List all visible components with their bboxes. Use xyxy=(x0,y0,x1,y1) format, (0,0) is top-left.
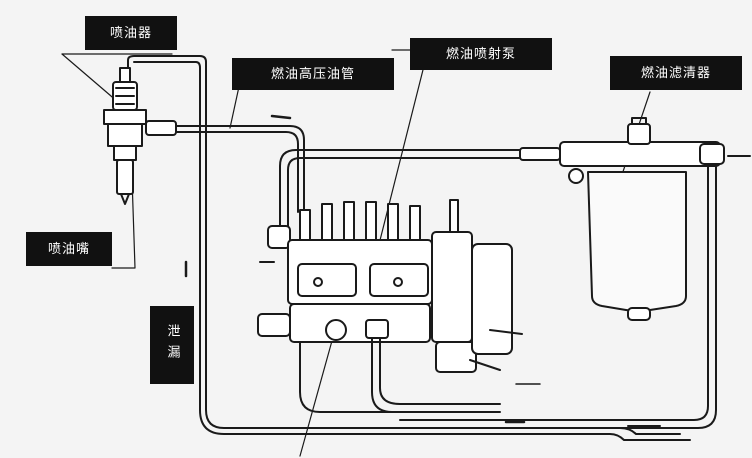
label-high-pressure-line: 燃油高压油管 xyxy=(232,58,394,90)
label-fuel-filter: 燃油滤清器 xyxy=(610,56,742,90)
label-injector-assembly: 喷油器 xyxy=(85,16,177,50)
injector-assembly xyxy=(103,67,177,205)
injection-pump xyxy=(257,199,541,385)
delivery-valves xyxy=(299,199,459,241)
label-leakage: 泄漏 xyxy=(150,306,194,384)
pump-lower-pipes xyxy=(299,337,661,427)
fuel-filter xyxy=(399,117,751,429)
feed-line xyxy=(259,149,521,263)
label-injector-nozzle: 喷油嘴 xyxy=(26,232,112,266)
high-pressure-line xyxy=(175,114,305,213)
label-injection-pump: 燃油喷射泵 xyxy=(410,38,552,70)
